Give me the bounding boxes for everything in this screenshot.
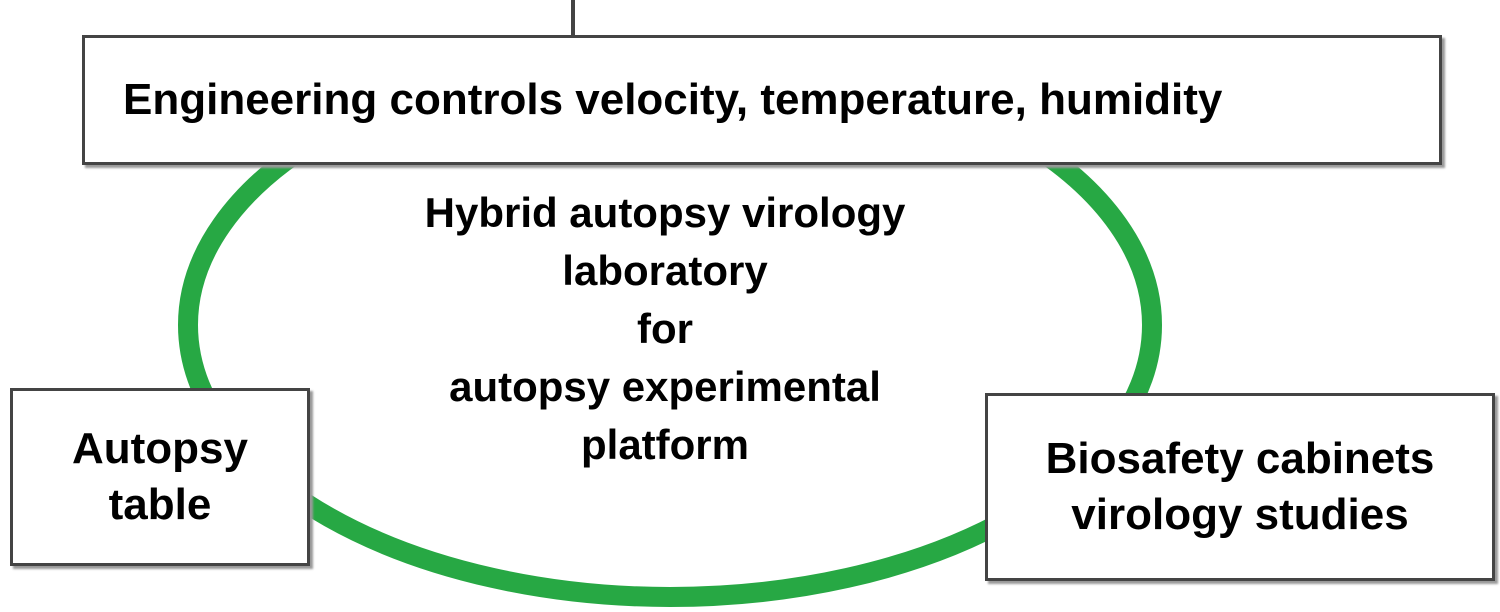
biosafety-cabinets-box: Biosafety cabinets virology studies	[985, 393, 1495, 581]
center-line: for	[637, 305, 693, 352]
autopsy-table-line: Autopsy	[72, 424, 248, 473]
engineering-controls-box: Engineering controls velocity, temperatu…	[82, 35, 1442, 165]
center-line: Hybrid autopsy virology	[424, 189, 906, 236]
autopsy-table-box: Autopsy table	[10, 388, 310, 566]
center-line: autopsy experimental	[449, 363, 881, 410]
biosafety-line: virology studies	[1071, 490, 1409, 539]
center-label: Hybrid autopsy virology laboratory for a…	[360, 184, 970, 474]
center-line: platform	[581, 421, 749, 468]
engineering-controls-label: Engineering controls velocity, temperatu…	[123, 75, 1223, 124]
autopsy-table-line: table	[108, 480, 212, 529]
biosafety-line: Biosafety cabinets	[1045, 434, 1435, 483]
center-line: laboratory	[562, 247, 768, 294]
